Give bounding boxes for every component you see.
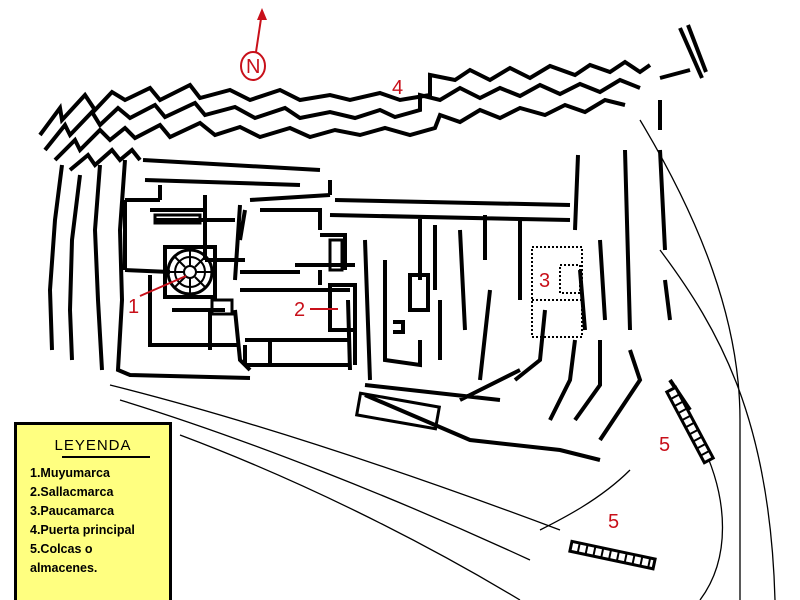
- colcas: [568, 385, 716, 571]
- marker-2: 2: [294, 299, 305, 321]
- marker-5-colcas-east: 5: [659, 434, 670, 456]
- map-markers: 1 2 3 4 5 5: [128, 77, 670, 533]
- marker-3: 3: [539, 270, 550, 292]
- marker-5-colcas-south: 5: [608, 511, 619, 533]
- marker-1: 1: [128, 296, 139, 318]
- legend-title: LEYENDA: [54, 437, 132, 454]
- legend-item: 2.Sallacmarca: [30, 485, 114, 499]
- legend-box: LEYENDA 1.Muyumarca 2.Sallacmarca 3.Pauc…: [14, 422, 172, 600]
- terrace-lines: [109, 119, 776, 600]
- interior-walls: [123, 100, 692, 462]
- legend-item: 1.Muyumarca: [30, 466, 110, 480]
- legend-item: 3.Paucamarca: [30, 504, 115, 518]
- legend-item: 5.Colcas o: [30, 542, 93, 556]
- legend-title-underline: [62, 456, 150, 458]
- legend-item: almacenes.: [30, 561, 98, 575]
- legend-item: 4.Puerta principal: [30, 523, 135, 537]
- north-arrow: N: [240, 8, 267, 81]
- zigzag-walls: [38, 24, 708, 380]
- north-label: N: [246, 56, 260, 78]
- marker-4: 4: [392, 77, 403, 99]
